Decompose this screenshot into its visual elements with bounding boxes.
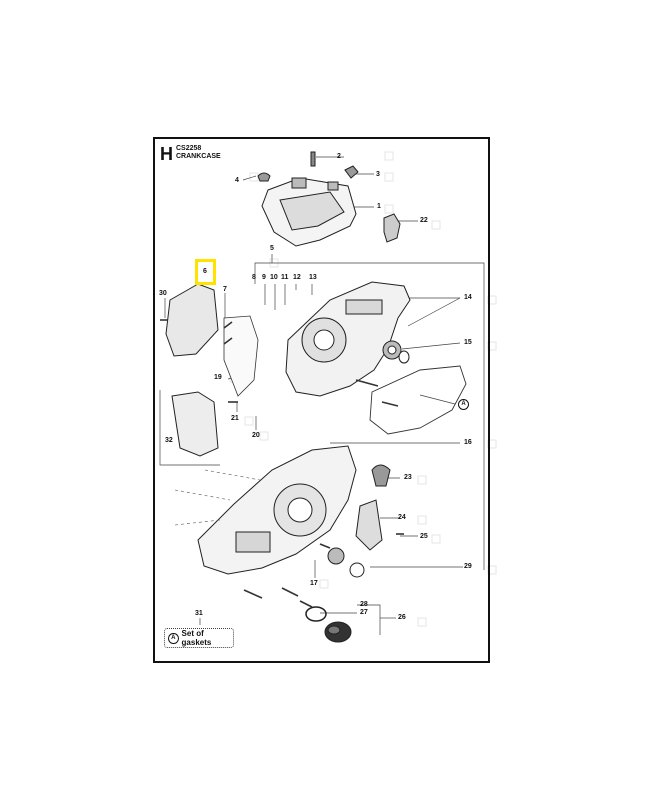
callout-3[interactable]: 3	[376, 171, 380, 178]
cover-part	[355, 499, 383, 551]
callout-1[interactable]: 1	[377, 203, 381, 210]
callout-13[interactable]: 13	[309, 274, 317, 281]
handle-part	[371, 464, 391, 487]
callout-12[interactable]: 12	[293, 274, 301, 281]
callout-7[interactable]: 7	[223, 286, 227, 293]
callout-26[interactable]: 26	[398, 614, 406, 621]
gasket-marker-icon: A	[168, 632, 179, 644]
section-letter: H	[160, 144, 173, 164]
callout-11[interactable]: 11	[281, 274, 289, 281]
callout-10[interactable]: 10	[270, 274, 278, 281]
chain-guard-plate	[165, 283, 219, 357]
gasket-set-legend[interactable]: A Set of gaskets	[164, 628, 234, 648]
callout-24[interactable]: 24	[398, 514, 406, 521]
callout-27[interactable]: 27	[360, 609, 368, 616]
tensioner-part	[171, 391, 219, 457]
callout-30[interactable]: 30	[159, 290, 167, 297]
callout-20[interactable]: 20	[252, 432, 260, 439]
callout-15[interactable]: 15	[464, 339, 472, 346]
section-title: CS2258 CRANKCASE	[176, 145, 221, 161]
callout-6[interactable]: 6	[203, 268, 207, 275]
callout-A[interactable]: A	[458, 399, 469, 410]
callout-28[interactable]: 28	[360, 601, 368, 608]
gasket-a	[369, 365, 467, 435]
callout-21[interactable]: 21	[231, 415, 239, 422]
callout-14[interactable]: 14	[464, 294, 472, 301]
crankcase-half-left	[197, 445, 365, 578]
buffer-plate	[223, 315, 259, 397]
crankcase-half-right	[285, 281, 411, 397]
callout-31[interactable]: 31	[195, 610, 203, 617]
gasket-set-label: Set of gaskets	[181, 629, 212, 647]
callout-23[interactable]: 23	[404, 474, 412, 481]
cap-part	[324, 621, 352, 643]
diagram-frame	[153, 137, 490, 663]
callout-17[interactable]: 17	[310, 580, 318, 587]
cylinder-assembly	[257, 151, 401, 247]
callout-32[interactable]: 32	[165, 437, 173, 444]
model-number: CS2258	[176, 145, 202, 152]
seal-ring	[305, 606, 327, 622]
callout-5[interactable]: 5	[270, 245, 274, 252]
callout-19[interactable]: 19	[214, 374, 222, 381]
callout-22[interactable]: 22	[420, 217, 428, 224]
callout-29[interactable]: 29	[464, 563, 472, 570]
callout-25[interactable]: 25	[420, 533, 428, 540]
callout-2[interactable]: 2	[337, 153, 341, 160]
section-name: CRANKCASE	[176, 153, 221, 160]
highlight-box	[195, 259, 216, 285]
callout-9[interactable]: 9	[262, 274, 266, 281]
callout-8[interactable]: 8	[252, 274, 256, 281]
callout-4[interactable]: 4	[235, 177, 239, 184]
callout-16[interactable]: 16	[464, 439, 472, 446]
gasket-dashes	[174, 469, 261, 526]
screws	[160, 319, 404, 608]
